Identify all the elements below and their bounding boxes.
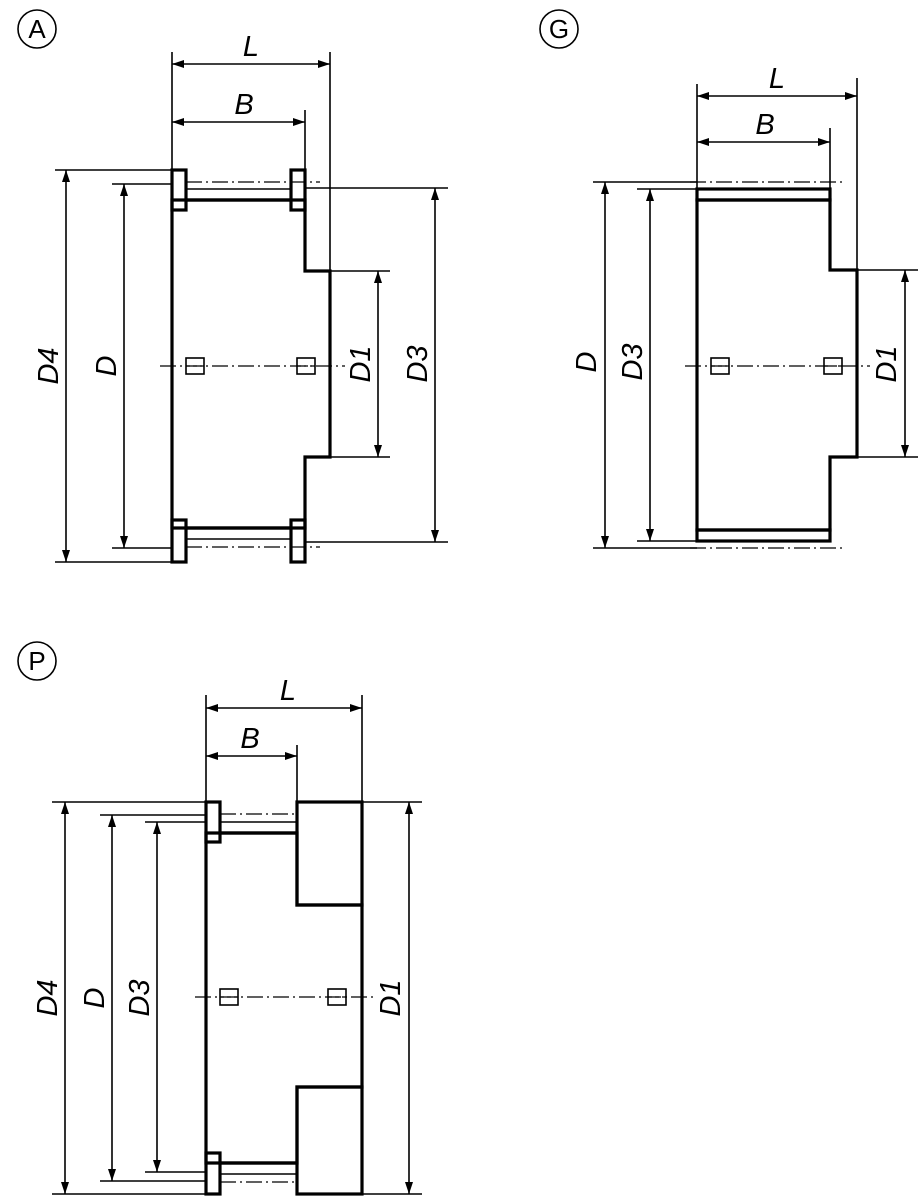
variant-a-drawing: A — [17, 9, 448, 564]
variant-p-label-L: L — [280, 675, 296, 707]
svg-text:P: P — [28, 646, 45, 676]
variant-a-label-L: L — [243, 31, 259, 63]
variant-p-right-block-bottom — [295, 1085, 364, 1196]
variant-p-hub-section — [204, 831, 364, 1165]
variant-p-label-D4: D4 — [32, 979, 64, 1016]
variant-p-left-flange-top — [204, 800, 222, 844]
variant-a-label-D1: D1 — [345, 345, 377, 382]
variant-p-drawing: P — [17, 641, 422, 1196]
variant-p-left-flange-bottom — [204, 1151, 222, 1196]
variant-g-label-D: D — [571, 351, 603, 372]
variant-g-label-L: L — [769, 63, 785, 95]
variant-a-right-flange-bottom — [289, 518, 307, 564]
variant-g-marker: G — [539, 9, 579, 49]
variant-a-right-flange-top — [289, 168, 307, 212]
variant-a-label-D: D — [91, 355, 123, 376]
variant-a-hub-section — [170, 198, 332, 530]
variant-p-label-D1: D1 — [375, 979, 407, 1016]
variant-g-label-D3: D3 — [617, 343, 649, 380]
variant-g-label-D1: D1 — [871, 345, 903, 382]
variant-p-label-D: D — [79, 987, 111, 1008]
variant-a-label-B: B — [234, 89, 253, 121]
variant-p-label-D3: D3 — [124, 979, 156, 1016]
svg-text:A: A — [28, 14, 46, 44]
variant-a-label-D3: D3 — [402, 345, 434, 382]
variant-p-right-block-top — [295, 800, 364, 907]
variant-p-label-B: B — [240, 723, 259, 755]
variant-a-left-flange-top — [170, 168, 188, 212]
svg-text:G: G — [549, 14, 569, 44]
variant-g-hub-section — [695, 198, 859, 532]
variant-p-marker: P — [17, 641, 57, 681]
variant-g-drawing: G L B D D3 D1 — [539, 9, 918, 549]
variant-a-label-D4: D4 — [33, 347, 65, 384]
variant-a-marker: A — [17, 9, 57, 49]
variant-g-label-B: B — [755, 109, 774, 141]
variant-g-teeth-top — [695, 187, 832, 202]
variant-g-teeth-bottom — [695, 528, 832, 543]
variant-a-left-flange-bottom — [170, 518, 188, 564]
